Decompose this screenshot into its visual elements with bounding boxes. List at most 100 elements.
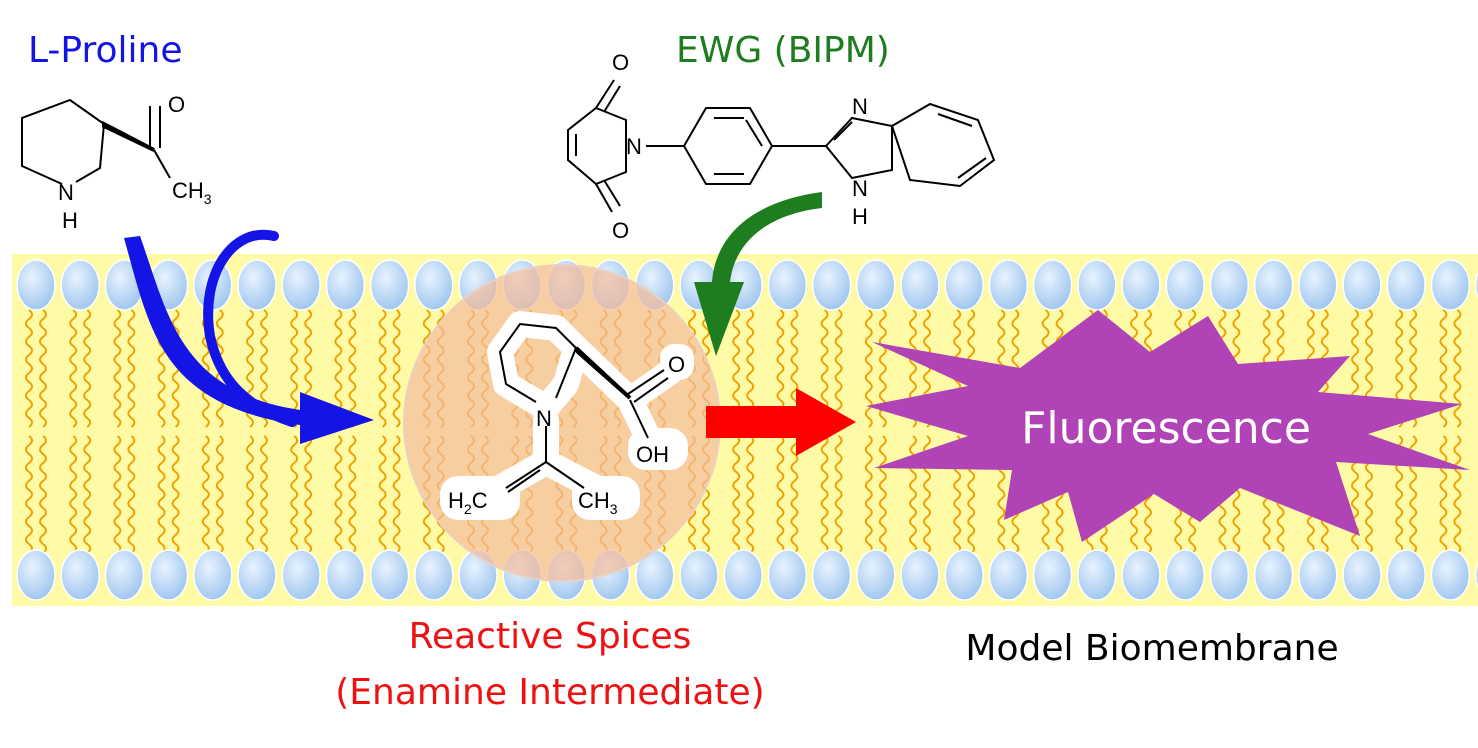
lipid-head: [1253, 259, 1294, 311]
bipm-atom-n-bottom: N: [852, 176, 868, 201]
lipid-head: [1165, 259, 1205, 311]
lipid-head: [104, 549, 145, 601]
lipid-head: [1209, 549, 1250, 601]
lipid-tail: [113, 309, 122, 428]
lipid-head: [679, 549, 719, 601]
lipid-head: [281, 549, 321, 601]
lipid-head: [281, 259, 321, 311]
lipid-head: [193, 549, 233, 601]
bipm-atom-h: H: [852, 204, 868, 229]
lipid-head: [369, 549, 410, 601]
enamine-halo-h2c: [440, 476, 520, 520]
enamine-atom-oh: OH: [636, 442, 669, 467]
lipid-head: [237, 259, 277, 311]
lipid-tail: [834, 309, 843, 428]
enamine-atom-ch3: CH3: [578, 488, 618, 517]
ewg-title: EWG (BIPM): [676, 30, 890, 71]
reaction-arrow: [706, 388, 856, 456]
lipid-head: [1032, 549, 1073, 601]
lipid-head: [944, 549, 984, 601]
lipid-head: [723, 549, 763, 601]
lipid-tail: [392, 309, 401, 428]
lipid-tail: [25, 309, 33, 428]
lipid-head: [1386, 549, 1426, 601]
lipid-tail: [113, 435, 122, 554]
lipid-tail: [878, 435, 887, 554]
lipid-head: [988, 259, 1029, 311]
lipid-tail: [378, 435, 387, 554]
enamine-atom-o: O: [668, 352, 685, 377]
lipid-head: [414, 549, 454, 601]
lipid-head: [60, 549, 100, 601]
lipid-tail: [348, 435, 357, 554]
lipid-head: [325, 259, 366, 311]
lipid-tail: [157, 435, 166, 554]
reactive-species-label: Reactive Spices: [409, 616, 692, 657]
enamine-structure: [498, 322, 669, 493]
lipid-tail: [732, 435, 741, 554]
lipid-tail: [171, 435, 180, 554]
lipid-tail: [246, 435, 254, 554]
lipid-tail: [290, 435, 299, 554]
lipid-tail: [776, 435, 785, 554]
lipid-head: [767, 259, 808, 311]
lipid-head: [1165, 549, 1205, 601]
lipid-head: [1121, 549, 1161, 601]
lipid-head: [1298, 259, 1338, 311]
lipid-head: [944, 259, 984, 311]
lipid-tail: [392, 435, 401, 554]
bipm-structure: [567, 79, 996, 213]
lipid-tail: [127, 435, 136, 554]
lipid-head: [16, 549, 56, 601]
bipm-atom-n-imide: N: [626, 134, 642, 159]
lipid-head: [148, 549, 189, 601]
lipid-head: [325, 549, 366, 601]
lipid-tail: [348, 309, 357, 428]
lipid-head: [767, 549, 808, 601]
enamine-halo-ch3: [572, 476, 640, 520]
lipid-head: [414, 259, 454, 311]
lipid-head: [1342, 549, 1382, 601]
proline-atom-n: N: [58, 180, 74, 205]
bipm-atom-o-bottom: O: [612, 218, 629, 243]
lipid-head: [811, 549, 852, 601]
model-biomembrane-label: Model Biomembrane: [965, 628, 1338, 669]
lipid-tail: [260, 435, 268, 554]
proline-structure: [21, 98, 171, 185]
lipid-tail: [69, 309, 78, 428]
lipid-tail: [69, 435, 78, 554]
lipid-heads-top: [16, 259, 1478, 311]
lipid-head: [1298, 549, 1338, 601]
lipid-head: [1121, 259, 1161, 311]
lipid-head: [1430, 549, 1471, 601]
lipid-tail: [290, 309, 299, 428]
lipid-head: [1342, 259, 1382, 311]
lipid-tail: [864, 435, 873, 554]
lipid-tail: [746, 435, 755, 554]
lipid-head: [1474, 561, 1478, 589]
fluorescence-label: Fluorescence: [1021, 403, 1311, 454]
lipid-tail: [790, 435, 799, 554]
lipid-head: [856, 549, 896, 601]
proline-atom-ch3: CH3: [172, 178, 212, 207]
lipid-head: [60, 259, 100, 311]
lipid-tail: [39, 435, 47, 554]
lipid-head: [900, 549, 940, 601]
lipid-tail: [834, 435, 843, 554]
enamine-halo-o: [660, 344, 694, 380]
lipid-tail: [1453, 435, 1462, 554]
lipid-tail: [304, 435, 313, 554]
lipid-tail: [215, 435, 224, 554]
enamine-atom-h2c: H2C: [448, 488, 488, 517]
ewg-arrow: [694, 192, 822, 356]
lipid-tail: [39, 309, 47, 428]
lipid-tail: [201, 435, 210, 554]
lipid-head: [1430, 259, 1471, 311]
bipm-atom-o-top: O: [612, 50, 629, 75]
enamine-intermediate-label: (Enamine Intermediate): [335, 672, 764, 713]
proline-arrow-inner: [203, 229, 297, 427]
lipid-head: [1386, 259, 1426, 311]
bipm-atom-n-top: N: [852, 94, 868, 119]
lipid-tail: [1439, 435, 1448, 554]
